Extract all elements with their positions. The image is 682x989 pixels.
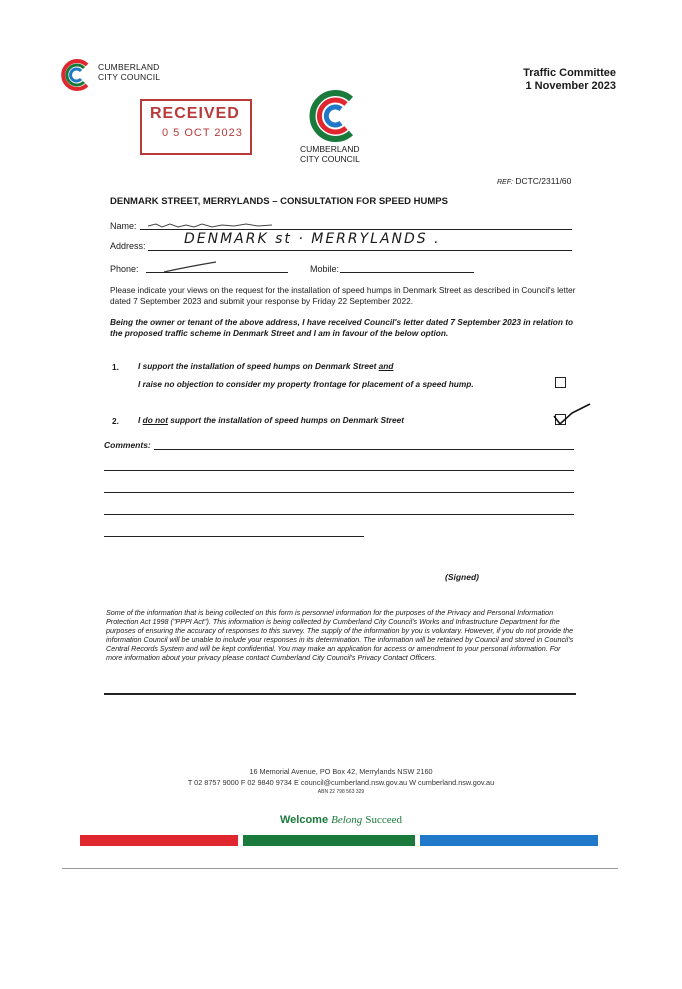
comments-line-3[interactable] [104, 492, 574, 493]
tagline-welcome: Welcome [279, 814, 329, 826]
phone-label: Phone: [110, 264, 139, 274]
option-1-number: 1. [112, 362, 119, 372]
bottom-rule [62, 868, 618, 869]
signed-label: (Signed) [445, 572, 479, 582]
intro-paragraph: Please indicate your views on the reques… [110, 285, 576, 306]
center-council-line1: CUMBERLAND [300, 144, 360, 154]
council-c-large-icon [309, 90, 354, 142]
council-logo-center: CUMBERLAND CITY COUNCIL [300, 88, 380, 168]
privacy-divider [104, 693, 576, 695]
committee-date: 1 November 2023 [525, 80, 617, 92]
mobile-field[interactable] [340, 272, 474, 273]
center-council-line2: CITY COUNCIL [300, 154, 360, 164]
name-field[interactable] [140, 229, 572, 230]
address-handwritten: DENMARK st · MERRYLANDS . [184, 231, 441, 247]
option-1-line2: I raise no objection to consider my prop… [138, 379, 474, 389]
option-1-and: and [378, 361, 394, 371]
comments-line-1[interactable] [154, 449, 574, 450]
option-2-do-not: do not [142, 415, 168, 425]
council-logo-small: CUMBERLAND CITY COUNCIL [60, 58, 170, 94]
privacy-statement: Some of the information that is being co… [106, 608, 574, 662]
option-2-text-c: support the installation of speed humps … [167, 415, 405, 425]
reference-number: REF: DCTC/2311/60 [497, 176, 571, 186]
phone-field[interactable] [146, 272, 288, 273]
option-2-checkmark-icon [553, 403, 591, 426]
address-label: Address: [110, 241, 146, 251]
option-2-line: I do not support the installation of spe… [138, 415, 404, 425]
footer-bar-red [80, 835, 238, 846]
tagline-succeed: Succeed [365, 814, 403, 826]
ref-prefix: REF: [497, 179, 513, 186]
declaration-paragraph: Being the owner or tenant of the above a… [110, 317, 574, 338]
committee-header: Traffic Committee 1 November 2023 [523, 67, 616, 93]
footer-abn: ABN 22 798 563 329 [317, 789, 365, 795]
ref-code: DCTC/2311/60 [515, 176, 572, 186]
stamp-date: 0 5 OCT 2023 [162, 127, 243, 139]
comments-line-4[interactable] [104, 514, 574, 515]
mobile-label: Mobile: [310, 264, 340, 274]
received-stamp: RECEIVED 0 5 OCT 2023 [140, 99, 252, 155]
committee-name: Traffic Committee [523, 67, 616, 79]
comments-line-2[interactable] [104, 470, 574, 471]
option-1-text: I support the installation of speed hump… [138, 361, 379, 371]
tagline-belong: Belong [331, 814, 363, 826]
option-2-text-a: I [138, 415, 143, 425]
footer-tagline: Welcome Belong Succeed [0, 814, 682, 826]
council-name-line2: CITY COUNCIL [98, 72, 161, 82]
name-scribble [147, 223, 273, 228]
form-title: DENMARK STREET, MERRYLANDS – CONSULTATIO… [110, 196, 448, 207]
name-label: Name: [110, 221, 137, 231]
stamp-label: RECEIVED [150, 105, 240, 122]
comments-line-5[interactable] [104, 536, 364, 537]
footer-bar-blue [420, 835, 598, 846]
footer-bar-green [243, 835, 415, 846]
footer-address: 16 Memorial Avenue, PO Box 42, Merryland… [249, 767, 433, 776]
option-2-number: 2. [112, 416, 119, 426]
option-1-checkbox[interactable] [555, 377, 566, 388]
option-1-line1: I support the installation of speed hump… [138, 361, 393, 371]
address-field[interactable] [148, 250, 572, 251]
footer-contacts: T 02 8757 9000 F 02 9840 9734 E council@… [187, 778, 495, 787]
phone-scribble [163, 261, 217, 273]
comments-label: Comments: [104, 440, 151, 450]
council-c-icon [61, 59, 89, 91]
council-name-line1: CUMBERLAND [98, 62, 160, 72]
